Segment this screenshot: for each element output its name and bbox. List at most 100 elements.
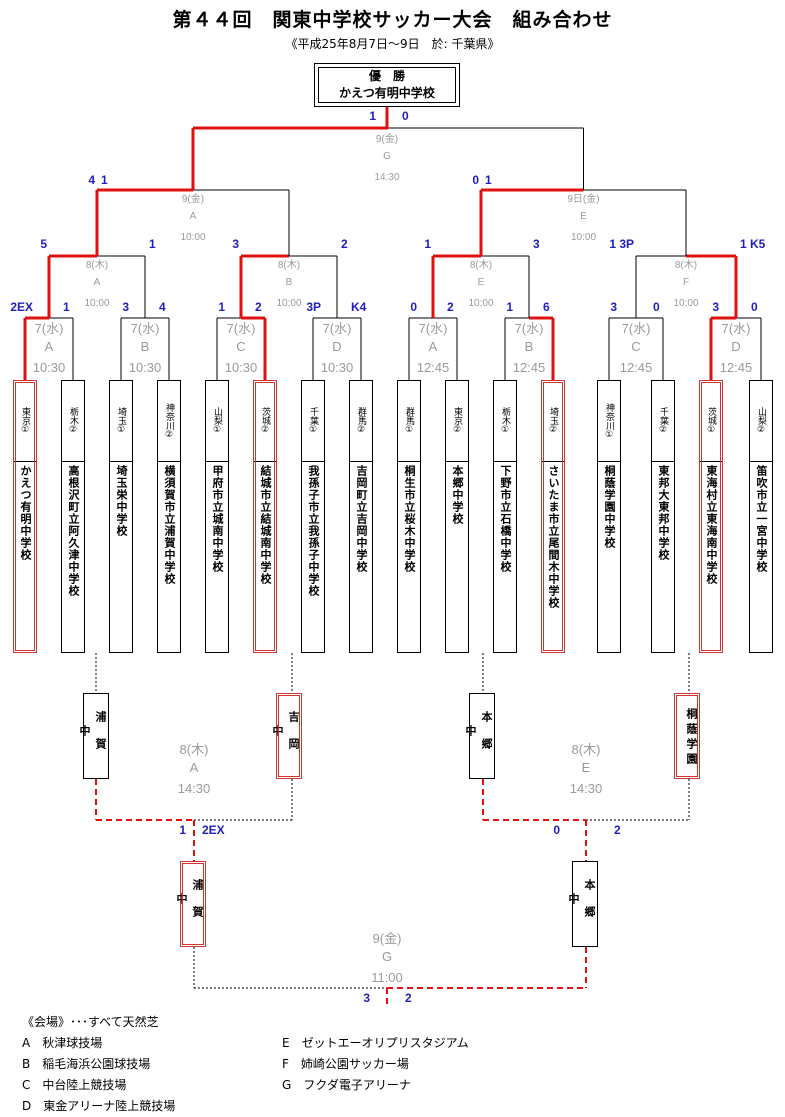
sf-info-2-date: 9日(金) — [567, 194, 600, 205]
qual-final-info-date: 9(金) — [372, 931, 402, 946]
r16-info-1-time: 10:30 — [32, 360, 66, 375]
legend-heading: 《会場》･･･すべて天然芝 — [22, 1015, 159, 1029]
team-name: 我孫子市立我孫子中学校 — [307, 465, 320, 597]
champion-name: かえつ有明中学校 — [339, 86, 435, 100]
qual-final-score-right: 2 — [405, 991, 412, 1005]
qual-left-info-venue: A — [189, 760, 199, 775]
r16-info-8-date: 7(水) — [721, 321, 751, 336]
r16-info-8-time: 12:45 — [719, 360, 753, 375]
r16-info-6-date: 7(水) — [514, 321, 544, 336]
final-info-time: 14:30 — [374, 172, 400, 183]
r16-score-right-3: 2 — [255, 300, 262, 314]
qual-final-team-box: 本郷中 — [567, 861, 598, 947]
qf-score-right-1: 1 — [149, 237, 156, 251]
team-prefecture: 埼玉② — [542, 381, 564, 462]
qf-info-4-time: 10:00 — [673, 298, 699, 309]
qual-final-team-box: 浦賀中 — [175, 861, 206, 947]
qual-final-team-name: 本郷中 — [567, 879, 596, 933]
team-name: 横須賀市立浦賀中学校 — [163, 465, 176, 585]
r16-score-left-4: 3P — [306, 300, 321, 314]
r16-info-3-time: 10:30 — [224, 360, 258, 375]
r16-info-6-time: 12:45 — [512, 360, 546, 375]
qual-team-box: 本郷中 — [464, 693, 495, 779]
qf-score-left-4: 1 3P — [609, 237, 634, 251]
r16-score-left-8: 3 — [712, 300, 719, 314]
sf-info-2-time: 10:00 — [570, 232, 597, 243]
qual-team-name: 桐蔭学園 — [685, 708, 698, 768]
team-box: 千葉② 東邦大東邦中学校 — [651, 380, 675, 653]
team-box: 東京② 本郷中学校 — [445, 380, 469, 653]
qf-info-1-venue: A — [93, 277, 101, 288]
team-box: 千葉① 我孫子市立我孫子中学校 — [301, 380, 325, 653]
r16-info-7-venue: C — [631, 339, 641, 354]
team-prefecture: 東京② — [446, 381, 468, 462]
r16-score-right-4: K4 — [351, 300, 367, 314]
r16-info-3-date: 7(水) — [226, 321, 256, 336]
team-prefecture: 千葉② — [652, 381, 674, 462]
qf-info-1-date: 8(木) — [85, 260, 109, 271]
team-prefecture: 千葉① — [302, 381, 324, 462]
team-name: さいたま市立尾間木中学校 — [547, 465, 560, 609]
qf-info-4-date: 8(木) — [674, 260, 698, 271]
r16-info-5-date: 7(水) — [418, 321, 448, 336]
qual-right-info-venue: E — [581, 760, 591, 775]
team-prefecture: 群馬① — [398, 381, 420, 462]
team-prefecture: 埼玉① — [110, 381, 132, 462]
r16-info-6-venue: B — [524, 339, 534, 354]
qual-left-score-right: 2EX — [202, 823, 225, 837]
team-prefecture: 茨城① — [700, 381, 722, 462]
team-name: 本郷中学校 — [451, 465, 464, 525]
r16-score-right-6: 6 — [543, 300, 550, 314]
team-name: 埼玉栄中学校 — [115, 465, 128, 537]
qual-team-box: 浦賀中 — [78, 693, 109, 779]
team-name: 東邦大東邦中学校 — [657, 465, 670, 561]
final-score-right: 0 — [402, 109, 409, 123]
team-prefecture: 栃木② — [62, 381, 84, 462]
qual-team-name: 吉岡中 — [271, 711, 300, 765]
team-prefecture: 神奈川② — [158, 381, 180, 462]
qual-final-score-left: 3 — [363, 991, 370, 1005]
qual-final-team-name: 浦賀中 — [175, 879, 204, 933]
qf-score-left-1: 5 — [40, 237, 47, 251]
team-box: 埼玉① 埼玉栄中学校 — [109, 380, 133, 653]
sf-info-2-venue: E — [580, 211, 587, 222]
r16-info-1-venue: A — [44, 339, 54, 354]
r16-score-left-6: 1 — [506, 300, 513, 314]
team-name: 高根沢町立阿久津中学校 — [67, 465, 80, 597]
qual-left-score-left: 1 — [179, 823, 186, 837]
sf-score-right-1: 1 — [101, 173, 108, 187]
legend-venue-e: E ゼットエーオリプリスタジアム — [282, 1036, 469, 1050]
sf-info-1-time: 10:00 — [180, 232, 206, 243]
qf-info-1-time: 10:00 — [84, 298, 110, 309]
team-name: 吉岡町立吉岡中学校 — [355, 465, 368, 573]
qual-right-info-time: 14:30 — [569, 781, 603, 796]
team-name: 結城市立結城南中学校 — [259, 465, 272, 585]
team-box: 埼玉② さいたま市立尾間木中学校 — [541, 380, 565, 653]
final-score-left: 1 — [369, 109, 376, 123]
final-info-venue: G — [383, 151, 391, 162]
qual-left-info-time: 14:30 — [177, 781, 211, 796]
team-prefecture: 群馬② — [350, 381, 372, 462]
r16-score-right-5: 2 — [447, 300, 454, 314]
team-prefecture: 東京① — [14, 381, 36, 462]
champion-label: 優 勝 — [368, 69, 405, 83]
r16-info-4-date: 7(水) — [322, 321, 352, 336]
team-prefecture: 山梨② — [750, 381, 772, 462]
team-name: 甲府市立城南中学校 — [211, 465, 224, 573]
team-name: 下野市立石橋中学校 — [499, 465, 512, 573]
champion-box: 優 勝 かえつ有明中学校 — [314, 63, 460, 107]
r16-score-left-1: 2EX — [10, 300, 33, 314]
r16-info-1-date: 7(水) — [34, 321, 64, 336]
legend-venue-b: B 稲毛海浜公園球技場 — [22, 1057, 151, 1071]
qf-info-3-time: 10:00 — [468, 298, 494, 309]
r16-info-5-time: 12:45 — [416, 360, 450, 375]
r16-score-left-5: 0 — [410, 300, 417, 314]
qual-final-info-venue: G — [381, 949, 393, 964]
r16-info-2-venue: B — [140, 339, 150, 354]
